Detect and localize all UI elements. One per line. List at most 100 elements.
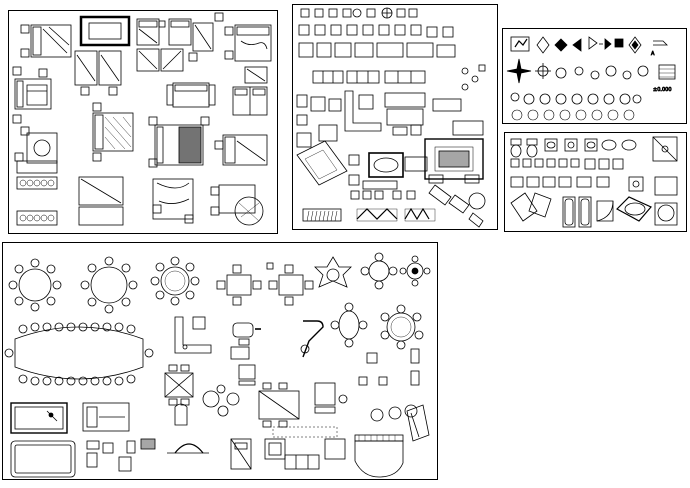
chair-icon bbox=[300, 8, 376, 18]
chair-icon bbox=[86, 438, 156, 472]
round-table-icon bbox=[360, 252, 398, 290]
diamond-icon bbox=[628, 36, 642, 54]
desk-icon bbox=[230, 346, 250, 360]
armchair-icon bbox=[298, 24, 454, 38]
dining-furniture-panel bbox=[2, 242, 438, 480]
svg-text:A: A bbox=[651, 51, 655, 57]
hatch-icon bbox=[658, 64, 676, 80]
sofa-set-icon bbox=[424, 138, 484, 184]
coffee-table-rug-icon bbox=[362, 152, 428, 190]
tree-icon bbox=[511, 109, 635, 121]
dining-furniture-drawing bbox=[4, 252, 431, 478]
corner-shower-icon bbox=[596, 200, 614, 222]
bathroom-fixtures-panel bbox=[504, 132, 687, 232]
twin-beds-icon bbox=[74, 50, 122, 96]
table-icon bbox=[392, 120, 484, 136]
chair-icon bbox=[174, 403, 188, 426]
desk-icon bbox=[174, 316, 212, 354]
twin-bed-icon bbox=[232, 86, 268, 116]
corner-tub-icon bbox=[510, 192, 552, 222]
table-icon bbox=[238, 364, 256, 386]
oval-table-icon bbox=[330, 302, 368, 348]
round-table-icon bbox=[380, 304, 424, 350]
sofa-icon bbox=[264, 426, 346, 470]
compass-icon bbox=[506, 58, 532, 84]
sofa-bed-icon bbox=[166, 82, 216, 108]
curved-desk-icon bbox=[300, 320, 324, 358]
logo-icon bbox=[510, 36, 530, 52]
bed-icon bbox=[214, 134, 268, 166]
workbench-icon bbox=[82, 402, 130, 432]
round-table-icon bbox=[399, 255, 431, 287]
shower-icon bbox=[652, 136, 678, 162]
grand-piano-icon bbox=[406, 404, 430, 442]
double-bed-icon bbox=[20, 24, 72, 58]
armchair-icon bbox=[296, 124, 338, 148]
compass-icon bbox=[381, 7, 393, 19]
bathroom-fixtures-drawing bbox=[510, 136, 678, 228]
bed-icon bbox=[78, 176, 124, 226]
lounge-chair-icon bbox=[202, 384, 240, 417]
toilet-icon bbox=[510, 138, 538, 158]
radiator-icon bbox=[302, 208, 342, 222]
living-room-furniture-panel bbox=[292, 4, 498, 230]
sink-icon bbox=[510, 176, 678, 196]
arrow-icon bbox=[588, 36, 612, 50]
sofa-icon bbox=[298, 42, 456, 58]
dining-table-icon bbox=[258, 382, 300, 428]
round-table-icon bbox=[150, 256, 200, 306]
chair-icon bbox=[396, 8, 418, 18]
bed-with-quilt-icon bbox=[14, 68, 52, 110]
lounge-chair-icon bbox=[428, 184, 486, 228]
crib-icon bbox=[20, 126, 58, 164]
cabinet-icon bbox=[230, 438, 252, 470]
symbols-drawing: A ±0.000 bbox=[506, 36, 676, 121]
nightstand-icon bbox=[12, 66, 24, 162]
round-table-icon bbox=[8, 258, 62, 312]
baby-bed-icon bbox=[16, 160, 58, 190]
round-tub-icon bbox=[654, 202, 678, 226]
conference-table-icon bbox=[4, 322, 154, 386]
sink-icon bbox=[544, 138, 637, 152]
square-table-icon bbox=[216, 264, 262, 306]
bed-with-nightstands-icon bbox=[224, 24, 272, 62]
baby-bed-icon bbox=[16, 210, 58, 226]
living-room-set-icon bbox=[296, 140, 360, 186]
single-bed-icon bbox=[136, 18, 166, 46]
railing-icon bbox=[356, 207, 436, 222]
living-room-furniture-drawing bbox=[296, 7, 486, 228]
table-icon bbox=[314, 382, 336, 414]
armchair-icon bbox=[296, 94, 342, 126]
plant-icon bbox=[555, 65, 649, 80]
symbols-panel: A ±0.000 bbox=[502, 28, 687, 124]
single-bed-icon bbox=[136, 48, 198, 72]
bed-with-pattern-icon bbox=[92, 102, 134, 162]
chair-icon bbox=[358, 348, 420, 386]
bed-with-sheet-icon bbox=[152, 178, 194, 224]
elevation-text: ±0.000 bbox=[653, 87, 672, 93]
plant-icon bbox=[461, 64, 486, 91]
star-table-icon bbox=[314, 256, 352, 288]
label-icon: A bbox=[651, 40, 668, 57]
marker-icon bbox=[614, 38, 624, 48]
bed-icon bbox=[244, 66, 268, 84]
round-rug-bed-icon bbox=[210, 184, 264, 226]
tree-icon bbox=[510, 92, 642, 105]
bedroom-furniture-panel bbox=[8, 10, 278, 234]
chair-icon bbox=[350, 190, 416, 200]
fixture-icon bbox=[510, 158, 624, 170]
pool-table-icon bbox=[10, 440, 76, 478]
round-table-icon bbox=[80, 256, 138, 314]
jacuzzi-icon bbox=[616, 196, 652, 222]
rug-icon bbox=[79, 15, 131, 47]
bedroom-furniture-drawing bbox=[12, 12, 272, 226]
bathtub-icon bbox=[562, 196, 592, 228]
square-table-icon bbox=[266, 262, 314, 306]
sofa-icon bbox=[312, 70, 426, 84]
office-chair-icon bbox=[232, 322, 261, 346]
dark-bed-icon bbox=[148, 116, 210, 168]
table-icon bbox=[164, 364, 194, 406]
compass-icon bbox=[535, 63, 551, 79]
piano-icon bbox=[354, 434, 404, 478]
north-arrow-icon bbox=[536, 36, 582, 54]
